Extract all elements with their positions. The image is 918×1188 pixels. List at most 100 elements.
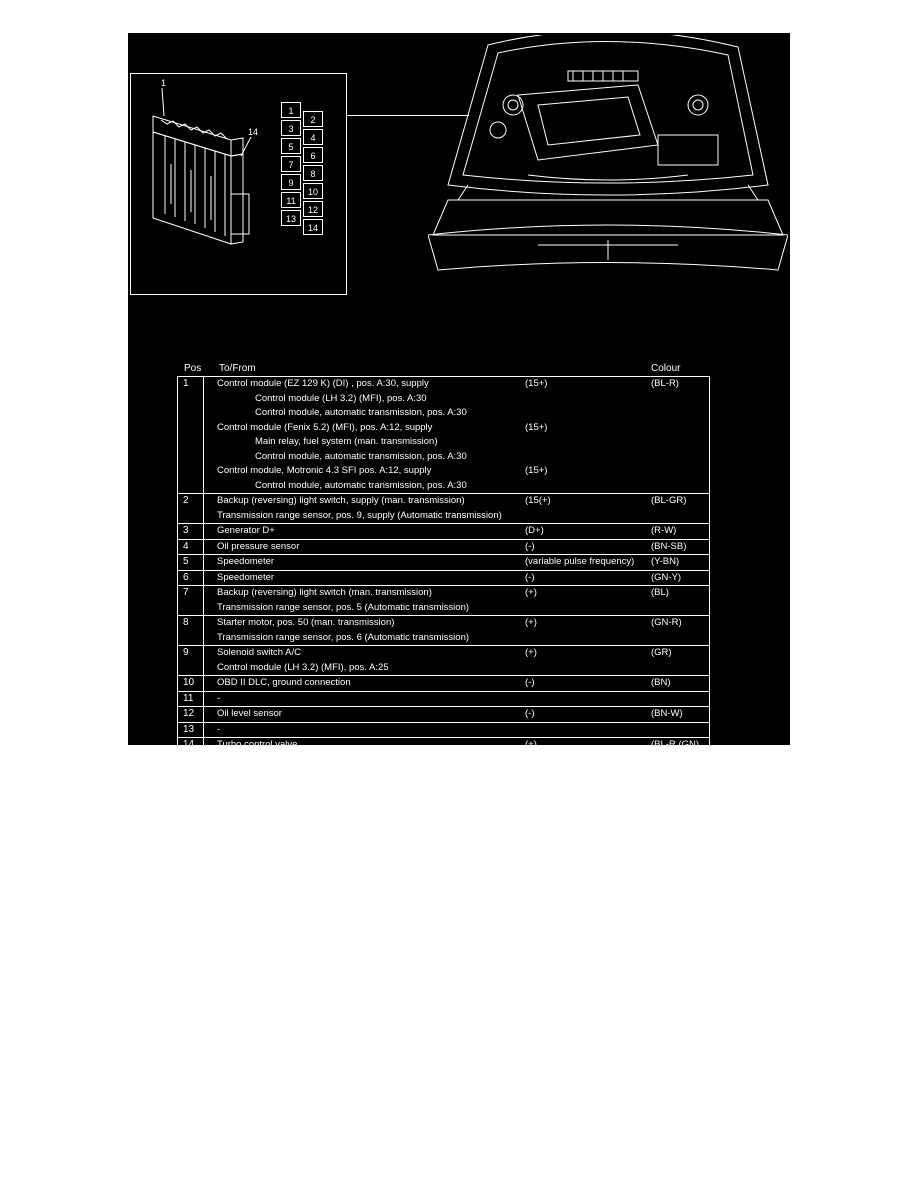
signal-text: (15+) [525, 421, 548, 433]
table-line: Control module (LH 3.2) (MFI), pos. A:25 [178, 661, 709, 676]
signal-text: (+) [525, 617, 537, 628]
leader-line [347, 115, 469, 116]
table-row: 10 OBD II DLC, ground connection (-) (BN) [178, 676, 709, 692]
pin-label: 4 [303, 129, 323, 145]
table-line: Oil pressure sensor(-)(BN-SB) [178, 540, 709, 555]
pin-number: 4 [178, 539, 204, 554]
wire-colour: (GR) [651, 647, 672, 658]
wire-colour: (GN-R) [651, 617, 682, 628]
pin-number: 2 [178, 494, 204, 523]
to-from-text: Main relay, fuel system (man. transmissi… [255, 436, 438, 447]
header-pos: Pos [184, 363, 202, 374]
to-from-text: Transmission range sensor, pos. 6 (Autom… [217, 631, 470, 643]
table-line: Oil level sensor(-)(BN-W) [178, 707, 709, 722]
wire-colour: (BN-W) [651, 708, 683, 719]
to-from-text: Control module (Fenix 5.2) (MFI), pos. A… [217, 421, 433, 433]
table-row: 5 Speedometer (variable pulse frequency) (Y… [178, 555, 709, 571]
table-line: Main relay, fuel system (man. transmissi… [178, 435, 709, 450]
wire-colour: (BL-GR) [651, 495, 687, 506]
wire-colour: (GN-Y) [651, 571, 682, 583]
table-row: 13- [178, 722, 709, 738]
to-from-text: Control module, automatic transmission, … [255, 450, 467, 462]
table-line: Starter motor, pos. 50 (man. transmissio… [178, 616, 709, 631]
table-row: 8 Starter motor, pos. 50 (man. transmissi… [178, 616, 709, 646]
pin-label: 9 [281, 174, 301, 190]
signal-text: (-) [525, 708, 535, 719]
signal-text: (+) [525, 587, 537, 598]
table-line: Solenoid switch A/C (+) (GR) [178, 646, 709, 661]
engine-bay-drawing [428, 35, 788, 271]
to-from-text: Control module (EZ 129 K) (DI) , pos. A:… [217, 378, 429, 389]
pin-number: 6 [178, 570, 204, 585]
signal-text: (+) [525, 647, 537, 658]
pin-label: 7 [281, 156, 301, 172]
signal-text: (15+) [525, 378, 548, 389]
to-from-text: Solenoid switch A/C [217, 647, 301, 658]
to-from-text: Speedometer [217, 556, 275, 567]
header-colour: Colour [651, 363, 681, 374]
wire-colour: (BL-R) [651, 378, 679, 389]
table-line: Control module, automatic transmission, … [178, 479, 709, 494]
signal-text: (-) [525, 677, 535, 688]
signal-text: (variable pulse frequency) [525, 556, 635, 567]
table-line: Transmission range sensor, pos. 9, suppl… [178, 509, 709, 524]
table-row: 11 - [178, 691, 709, 707]
signal-text: (D+) [525, 525, 544, 536]
wiring-figure: 1 14 1 [128, 33, 790, 754]
pin-label: 5 [281, 138, 301, 154]
table-body: 1 Control module (EZ 129 K) (DI) , pos. A… [177, 376, 710, 754]
pin-label: 1 [281, 102, 301, 118]
pin-number: 14 [178, 738, 204, 753]
pin-label: 11 [281, 192, 301, 208]
wire-colour: (BL) [651, 587, 669, 598]
pin-number: 5 [178, 555, 204, 570]
pin-number: 11 [178, 691, 204, 706]
to-from-text: Control module, automatic transmission, … [255, 407, 467, 418]
signal-text: (-) [525, 571, 535, 583]
wire-colour: (BN) [651, 677, 671, 688]
table-line: Control module (LH 3.2) (MFI), pos. A:30 [178, 392, 709, 407]
pin-label: 12 [303, 201, 323, 217]
to-from-text: Backup (reversing) light switch (man. tr… [217, 587, 432, 598]
pin-number: 1 [178, 377, 204, 493]
table-line: Speedometer(-)(GN-Y) [178, 571, 709, 586]
pin-label: 3 [281, 120, 301, 136]
table-line: Control module, automatic transmission, … [178, 406, 709, 421]
pin-label: 8 [303, 165, 323, 181]
to-from-text: - [217, 692, 221, 704]
pin-number: 10 [178, 676, 204, 691]
wire-colour: (BL-R (GN) [651, 739, 700, 750]
wire-colour: (Y-BN) [651, 556, 680, 567]
to-from-text: Backup (reversing) light switch, supply … [217, 495, 465, 506]
connector-drawing [152, 87, 252, 245]
pin-label: 2 [303, 111, 323, 127]
table-row: 14 Turbo control valve (+) (BL-R (GN) [178, 738, 709, 753]
callout-1: 1 [161, 78, 167, 88]
pin-number: 8 [178, 616, 204, 645]
header-to-from: To/From [219, 363, 256, 374]
to-from-text: Starter motor, pos. 50 (man. transmissio… [217, 617, 395, 628]
wire-colour: (BN-SB) [651, 540, 687, 552]
to-from-text: Transmission range sensor, pos. 5 (Autom… [217, 601, 470, 613]
pin-label: 13 [281, 210, 301, 226]
to-from-text: Control module (LH 3.2) (MFI), pos. A:25 [217, 661, 389, 673]
to-from-text: Control module, automatic transmission, … [255, 479, 467, 491]
pin-number: 12 [178, 707, 204, 722]
callout-14: 14 [248, 127, 259, 137]
to-from-text: Turbo control valve [217, 739, 298, 750]
table-line: Control module, automatic transmission, … [178, 450, 709, 465]
signal-text: (+) [525, 739, 537, 750]
to-from-text: Oil pressure sensor [217, 540, 300, 552]
table-line: Control module (EZ 129 K) (DI) , pos. A:… [178, 377, 709, 392]
signal-text: (15+) [525, 465, 548, 476]
pin-label: 14 [303, 219, 323, 235]
wire-colour: (R-W) [651, 525, 677, 536]
table-line: Control module (Fenix 5.2) (MFI), pos. A… [178, 421, 709, 436]
to-from-text: OBD II DLC, ground connection [217, 677, 351, 688]
pin-number: 13 [178, 722, 204, 737]
